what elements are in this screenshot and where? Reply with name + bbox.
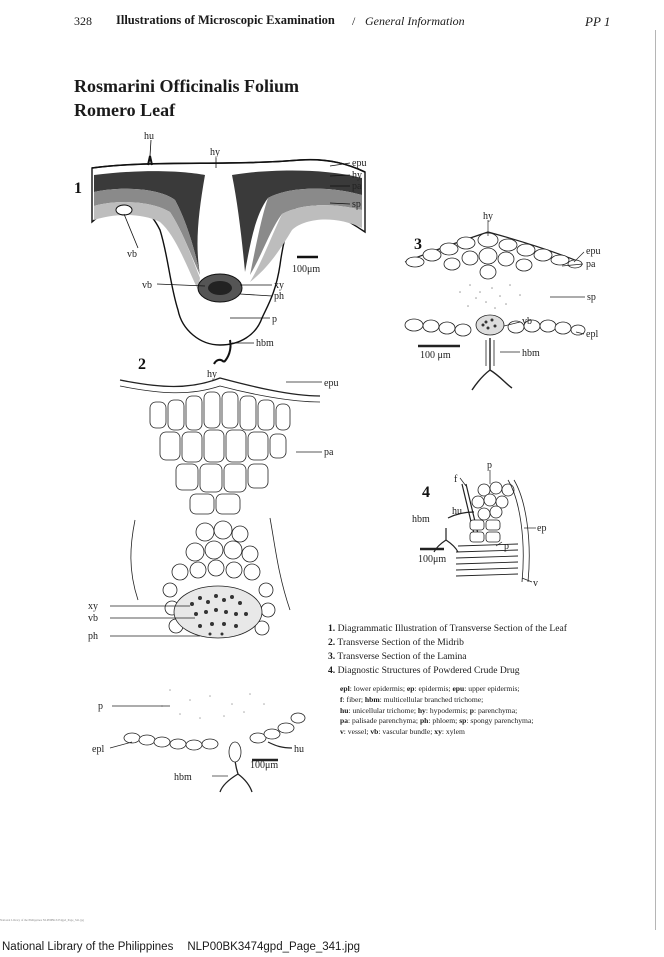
fig4-label-hbm: hbm	[412, 514, 430, 525]
fig2-label-ph: ph	[88, 631, 98, 642]
caption-3: 3. Transverse Section of the Lamina	[328, 651, 467, 662]
fig1-label-xy: xy	[274, 280, 284, 291]
page-title-common: Romero Leaf	[74, 100, 176, 120]
fig2-label-xy: xy	[88, 601, 98, 612]
figure-1-number: 1	[74, 180, 82, 197]
fig2-label-epu: epu	[324, 378, 338, 389]
fig3-label-epl: epl	[586, 329, 598, 340]
fig3-label-sp: sp	[587, 292, 596, 303]
scan-edge-line	[655, 30, 656, 930]
fig3-label-hbm: hbm	[522, 348, 540, 359]
fig3-scale-label: 100 μm	[420, 350, 451, 361]
page-code: PP 1	[585, 14, 611, 29]
figure-4-drawing	[420, 470, 536, 583]
footer-library: National Library of the Philippines	[2, 941, 174, 953]
fig2-label-epl: epl	[92, 744, 104, 755]
fig1-label-sp: sp	[352, 199, 361, 210]
book-title: Illustrations of Microscopic Examination	[116, 13, 335, 27]
figure-captions: 1. Diagrammatic Illustration of Transver…	[328, 622, 567, 678]
figure-3-drawing	[404, 220, 586, 391]
footer-filename: NLP00BK3474gpd_Page_341.jpg	[187, 941, 360, 953]
fig3-label-pa: pa	[586, 259, 596, 270]
fig2-label-p: p	[98, 701, 103, 712]
fig4-label-v: v	[533, 578, 538, 589]
fig1-label-epu: epu	[352, 158, 366, 169]
fig4-label-f: f	[454, 474, 458, 485]
fig4-label-p-2: p	[504, 541, 509, 552]
fig1-label-ph: ph	[274, 291, 284, 302]
fig4-scale-label: 100μm	[418, 554, 446, 565]
fig4-label-hu: hu	[452, 506, 462, 517]
fig1-label-hy: hy	[210, 147, 220, 158]
caption-1: 1. Diagrammatic Illustration of Transver…	[328, 623, 567, 634]
fig1-label-pa: pa	[352, 181, 362, 192]
fig1-label-p: p	[272, 314, 277, 325]
fig2-label-hy: hy	[207, 369, 217, 380]
fig1-label-vb: vb	[127, 249, 137, 260]
fig1-label-hu: hu	[144, 131, 154, 142]
fig2-label-pa: pa	[324, 447, 334, 458]
fig1-label-vb-2: vb	[142, 280, 152, 291]
fig1-label-hy-2: hy	[352, 170, 362, 181]
figure-2-number: 2	[138, 356, 146, 373]
fig2-label-vb: vb	[88, 613, 98, 624]
fig4-label-p: p	[487, 460, 492, 471]
abbreviation-legend: epl: lower epidermis; ep: epidermis; epu…	[340, 684, 534, 737]
fig2-label-hu: hu	[294, 744, 304, 755]
page-title-latin: Rosmarini Officinalis Folium	[74, 76, 299, 96]
figure-1-diagram	[91, 139, 366, 365]
fig3-label-vb: vb	[522, 316, 532, 327]
fig3-label-epu: epu	[586, 246, 600, 257]
figure-4-number: 4	[422, 484, 430, 501]
section-title: General Information	[365, 14, 465, 28]
caption-2: 2. Transverse Section of the Midrib	[328, 637, 464, 648]
fig4-label-ep: ep	[537, 523, 546, 534]
page-number: 328	[74, 14, 92, 28]
header-separator: /	[352, 14, 356, 28]
figure-3-number: 3	[414, 236, 422, 253]
fig1-label-hbm: hbm	[256, 338, 274, 349]
fig2-label-hbm: hbm	[174, 772, 192, 783]
fig1-scale-label: 100μm	[292, 264, 320, 275]
scan-footer: National Library of the Philippines NLP00…	[2, 941, 360, 953]
caption-4: 4. Diagnostic Structures of Powdered Cru…	[328, 665, 520, 676]
figure-2-drawing	[109, 377, 322, 793]
fig2-scale-label: 100μm	[250, 760, 278, 771]
fig3-label-hy: hy	[483, 211, 493, 222]
scan-stamp: National Library of the Philippines NLP0…	[0, 918, 84, 922]
